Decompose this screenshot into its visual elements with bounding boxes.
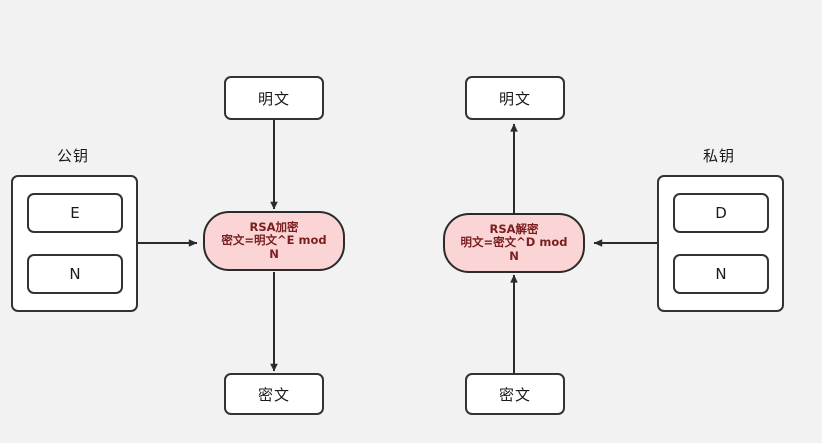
private-key-caption-text: 私钥 [702, 147, 735, 165]
encrypt-plaintext-label: 明文 [257, 89, 290, 108]
public-key-part-e[interactable]: E [27, 193, 123, 233]
encrypt-ciphertext-label: 密文 [257, 385, 290, 404]
public-key-part-n-label: N [69, 265, 81, 283]
decrypt-plaintext-label: 明文 [498, 89, 531, 108]
public-key-part-n[interactable]: N [27, 254, 123, 294]
encrypt-operation-formula-line2: N [269, 246, 279, 261]
private-key-caption: 私钥 [669, 145, 769, 166]
public-key-caption-text: 公钥 [56, 147, 89, 165]
decrypt-operation-node[interactable]: RSA解密 明文=密文^D mod N [443, 213, 585, 273]
encrypt-ciphertext-node[interactable]: 密文 [224, 373, 324, 415]
encrypt-operation-node[interactable]: RSA加密 密文=明文^E mod N [203, 211, 345, 271]
private-key-part-d-label: D [715, 204, 727, 222]
public-key-part-e-label: E [70, 204, 80, 222]
private-key-part-n[interactable]: N [673, 254, 769, 294]
encrypt-operation-title: RSA加密 [249, 219, 299, 234]
private-key-part-n-label: N [715, 265, 727, 283]
private-key-part-d[interactable]: D [673, 193, 769, 233]
public-key-container[interactable]: E N [11, 175, 138, 312]
decrypt-operation-formula-line2: N [509, 248, 519, 263]
decrypt-ciphertext-node[interactable]: 密文 [465, 373, 565, 415]
encrypt-plaintext-node[interactable]: 明文 [224, 76, 324, 120]
encrypt-operation-formula-line1: 密文=明文^E mod [221, 233, 327, 248]
decrypt-plaintext-node[interactable]: 明文 [465, 76, 565, 120]
private-key-container[interactable]: D N [657, 175, 784, 312]
public-key-caption: 公钥 [23, 145, 123, 166]
decrypt-operation-formula-line1: 明文=密文^D mod [460, 235, 568, 250]
decrypt-operation-title: RSA解密 [489, 221, 539, 236]
decrypt-ciphertext-label: 密文 [498, 385, 531, 404]
